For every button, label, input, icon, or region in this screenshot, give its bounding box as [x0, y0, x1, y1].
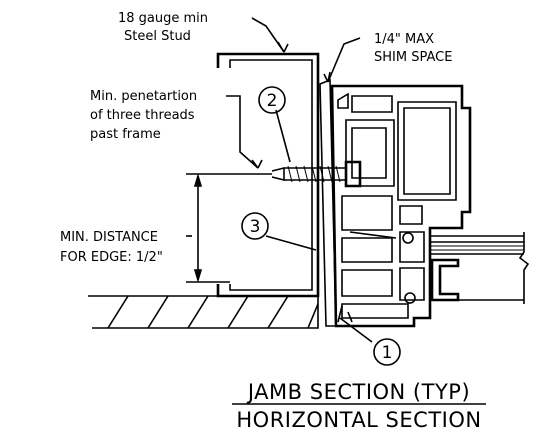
- callout-1-number: 1: [382, 343, 393, 363]
- wall-base-plate: [88, 295, 319, 329]
- shim-space-label-line1: 1/4" MAX: [374, 32, 434, 47]
- title-block: JAMB SECTION (TYP) HORIZONTAL SECTION: [232, 380, 486, 432]
- callout-3-number: 3: [250, 217, 261, 237]
- shim-space-label-line2: SHIM SPACE: [374, 50, 452, 65]
- title-horizontal-section: HORIZONTAL SECTION: [236, 408, 481, 432]
- leader-lines: [186, 17, 373, 343]
- penetration-label-line2: of three threads: [90, 108, 195, 123]
- steel-stud-label-line1: 18 gauge min: [118, 11, 208, 26]
- steel-stud: [216, 52, 320, 298]
- callout-2: 2: [258, 86, 286, 114]
- screw-fastener: [271, 160, 362, 188]
- title-jamb-section: JAMB SECTION (TYP): [246, 380, 470, 404]
- callout-1: 1: [373, 338, 401, 366]
- callout-3: 3: [241, 212, 269, 240]
- min-distance-dimension: [186, 173, 272, 283]
- penetration-label-line3: past frame: [90, 127, 161, 142]
- glazing-unit: [430, 232, 530, 304]
- penetration-label-line1: Min. penetartion: [90, 89, 197, 104]
- min-distance-label-line2: FOR EDGE: 1/2": [60, 250, 163, 265]
- min-distance-label-line1: MIN. DISTANCE: [60, 230, 158, 245]
- steel-stud-label-line2: Steel Stud: [124, 29, 191, 44]
- callout-2-number: 2: [267, 91, 278, 111]
- window-frame-profile: [330, 84, 472, 328]
